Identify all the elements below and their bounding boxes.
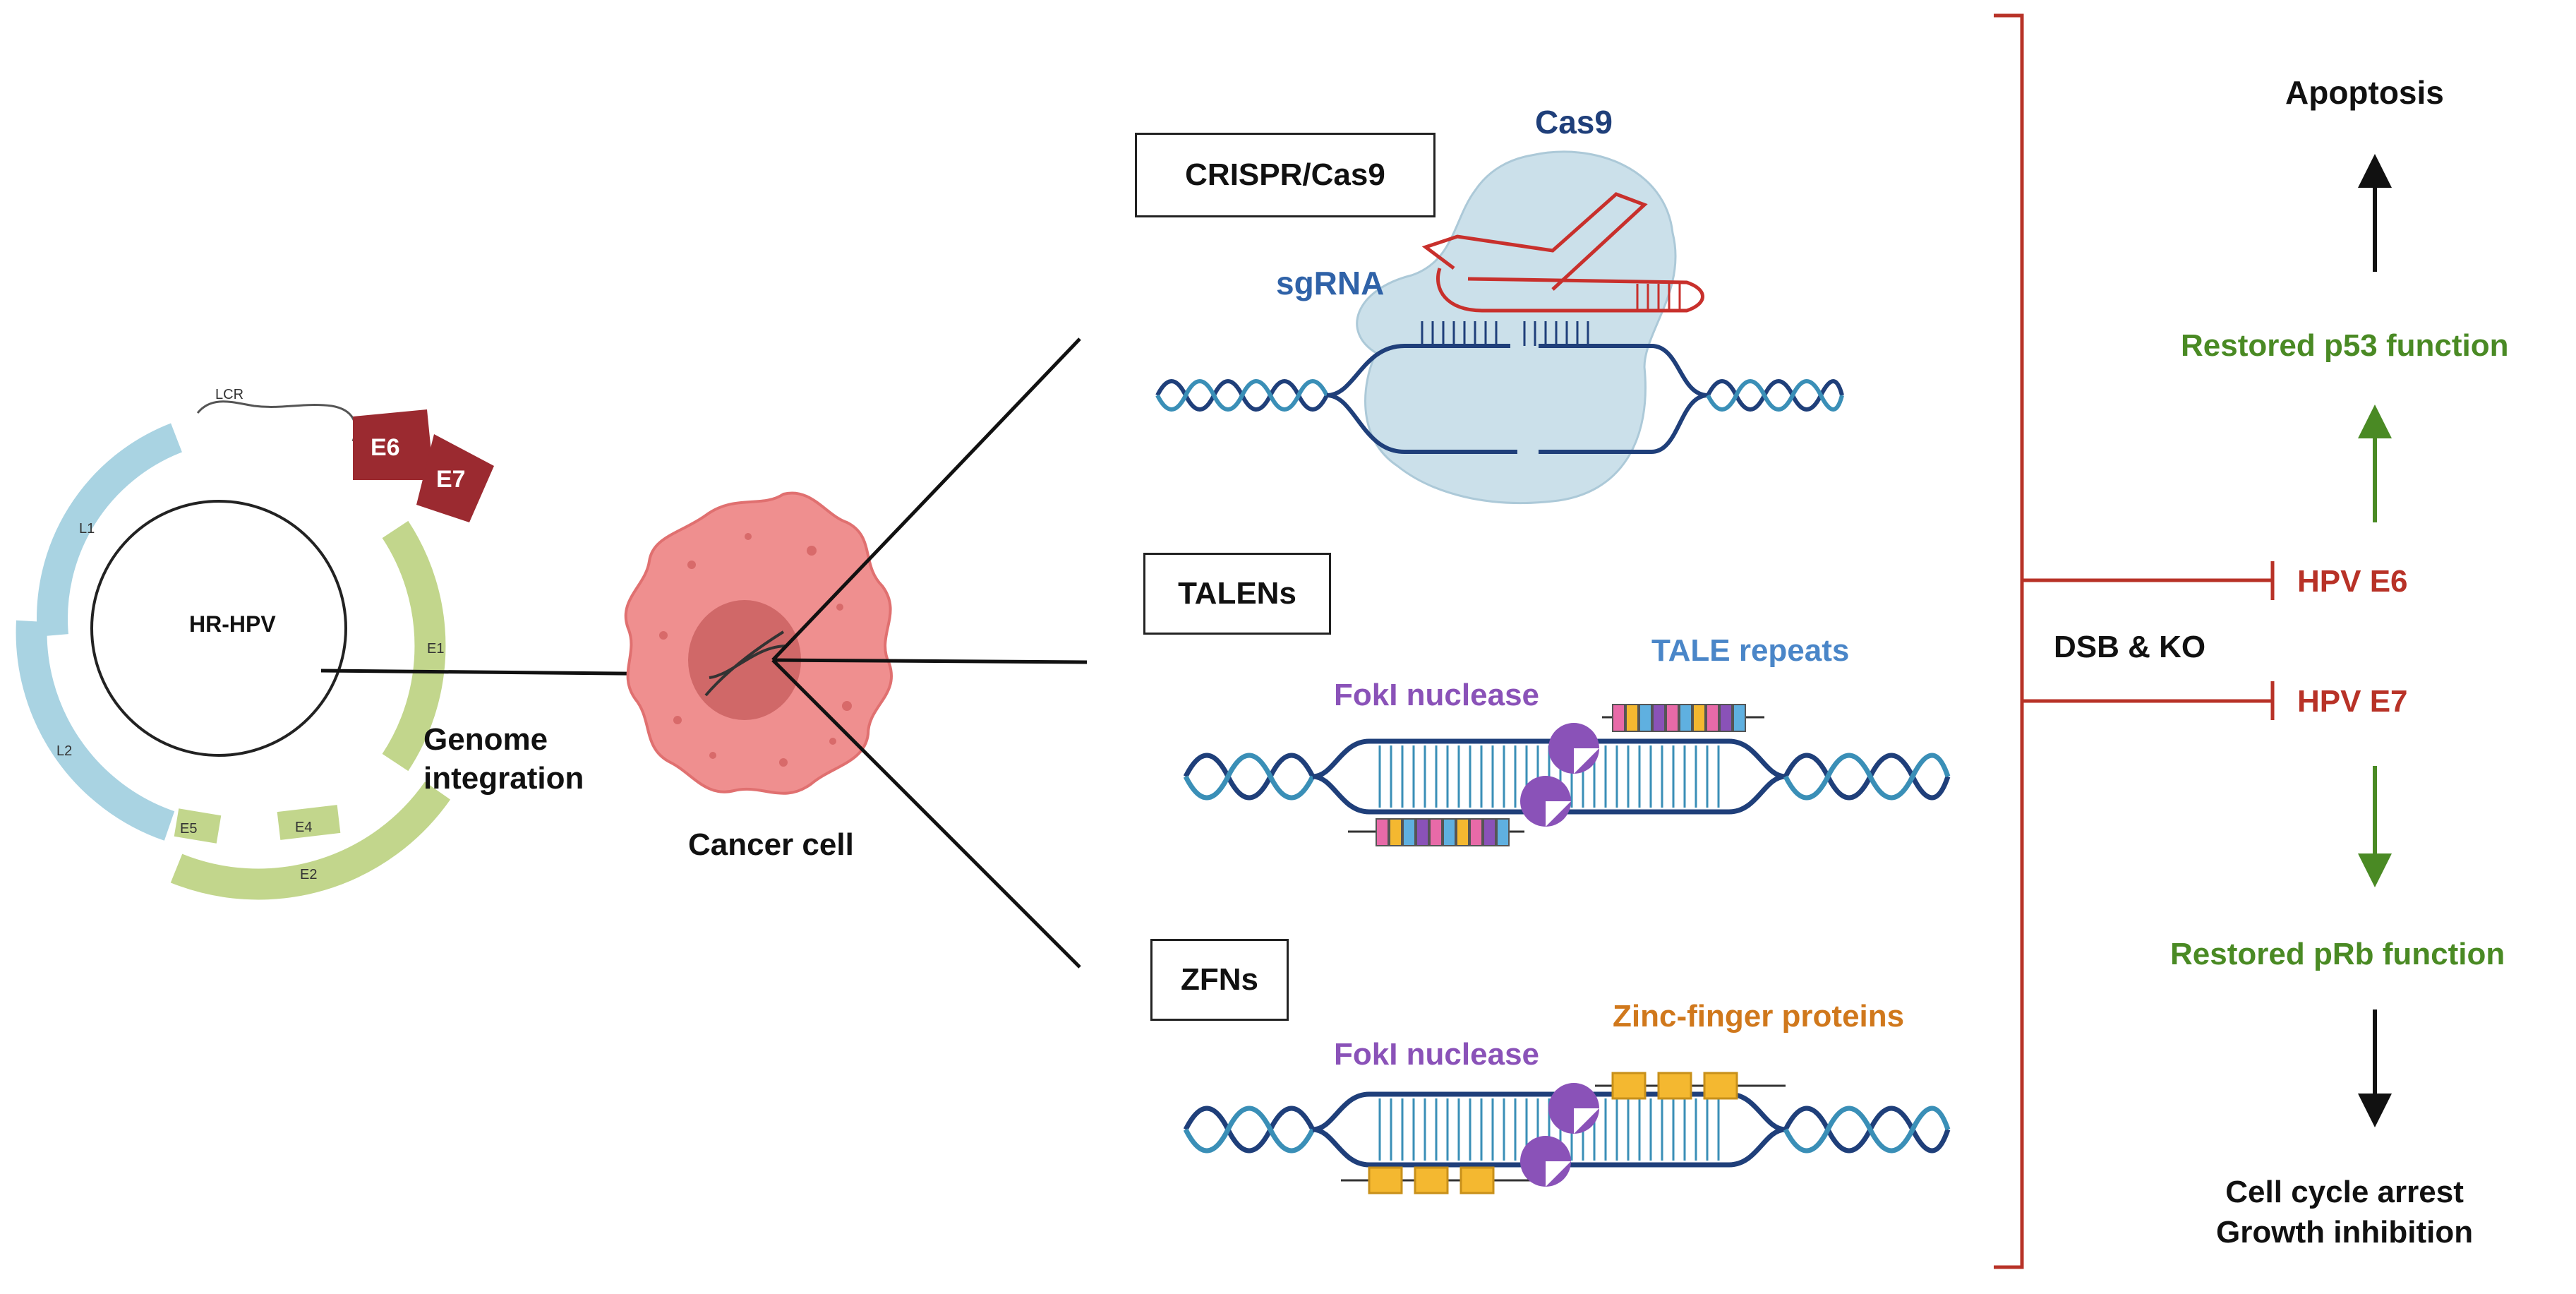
fan-line-zfns [771,659,1081,969]
genome-label: HR-HPV [189,611,276,637]
fan-line-crispr [771,337,1081,661]
lcr-label: LCR [215,387,243,402]
hpv-e6-label: HPV E6 [2297,564,2408,599]
outcome-bracket [1994,13,2275,1269]
cas9-protein [1356,150,1677,505]
cancer-cell [624,491,893,795]
cas9-label: Cas9 [1535,104,1613,140]
zfns-fokl-label: FokI nuclease [1334,1037,1540,1072]
integration-line-1: Genome [423,722,548,757]
integration-label: Genome integration [423,720,607,798]
zfns-title-box: ZFNs [1150,939,1289,1021]
gene-label-e4: E4 [295,820,312,835]
lcr-line [196,400,357,442]
e7-block [416,434,494,522]
gene-l1 [37,423,183,637]
p53-label: Restored p53 function [2181,328,2509,363]
apoptosis-label: Apoptosis [2285,74,2444,111]
hpv-e7-label: HPV E7 [2297,684,2408,719]
gene-l2 [16,620,175,841]
gene-e2 [170,781,451,900]
cancer-cell-label: Cancer cell [688,827,854,862]
e6-block [353,409,434,480]
fan-line-talens [772,658,1088,664]
talens-illustration [1183,704,1951,846]
integration-line-2: integration [423,761,584,796]
prb-label: Restored pRb function [2170,937,2505,971]
gene-label-e5: E5 [180,821,197,837]
gene-e1 [382,520,446,772]
gene-e5 [174,808,222,844]
tale-repeats-label: TALE repeats [1651,633,1850,668]
arrest-label: Cell cycle arrest Growth inhibition [2216,1172,2473,1252]
gene-label-e2: E2 [300,867,317,882]
hpv-genome: LCR E6 E7 HR-HPV L1 L2 E1 E2 E4 E5 [16,387,494,900]
talens-fokl-label: FokI nuclease [1334,678,1540,712]
gene-label-l1: L1 [79,521,95,537]
e7-gene-label: E7 [436,466,466,493]
gene-label-e1: E1 [427,641,444,657]
arrest-line-1: Cell cycle arrest [2225,1175,2464,1209]
zfns-illustration [1183,1072,1951,1194]
sgrna-label: sgRNA [1276,265,1385,301]
genome-circle [90,500,347,757]
e6-gene-label: E6 [371,434,400,461]
gene-e4 [277,805,341,840]
talens-title-box: TALENs [1143,553,1331,635]
zinc-finger-label: Zinc-finger proteins [1613,999,1905,1034]
arrest-line-2: Growth inhibition [2216,1215,2474,1250]
gene-label-l2: L2 [56,743,72,759]
dsb-ko-label: DSB & KO [2054,630,2206,664]
crispr-title-box: CRISPR/Cas9 [1135,133,1436,217]
crispr-illustration [1155,150,1844,505]
